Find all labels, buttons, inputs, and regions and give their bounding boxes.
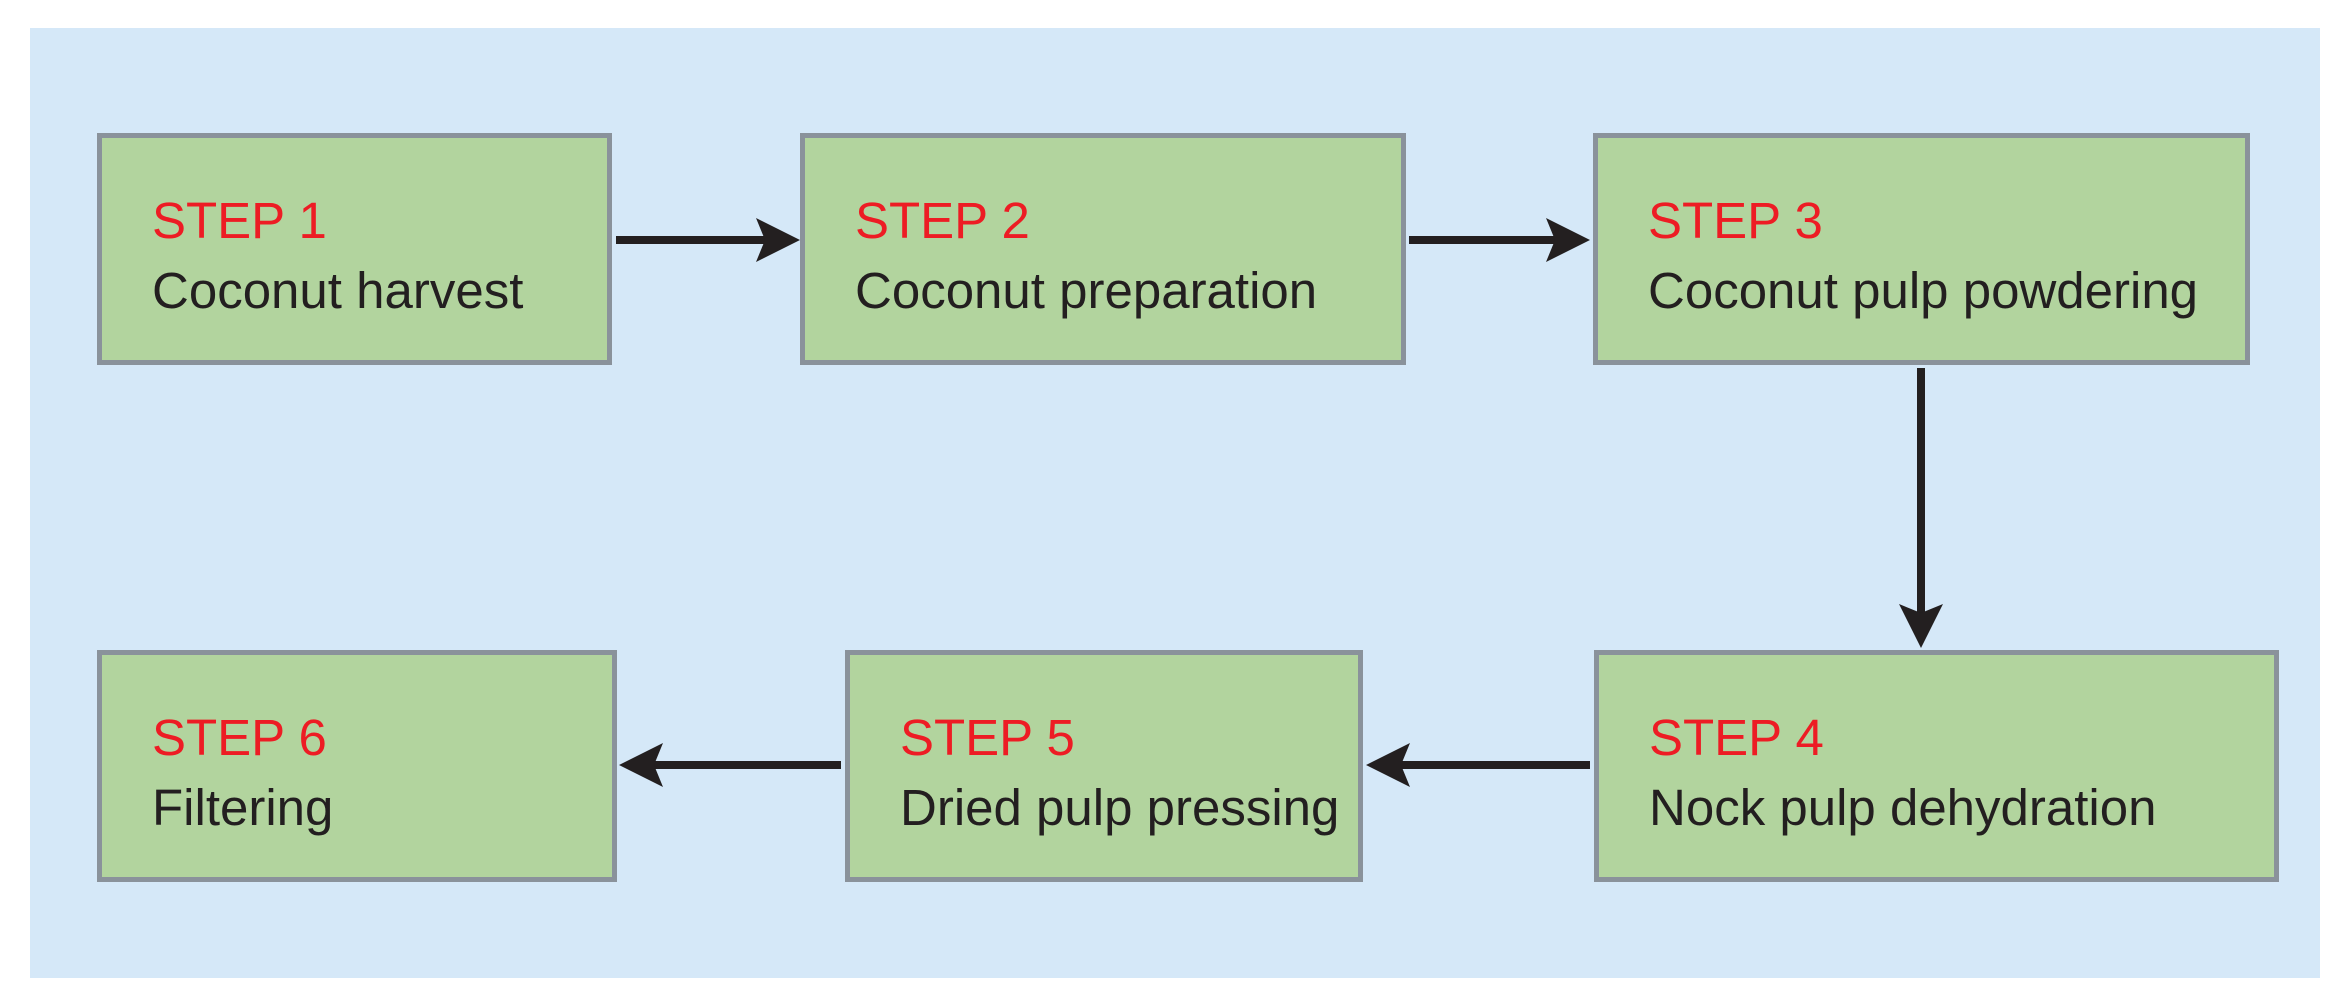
step-label: STEP 3 xyxy=(1648,191,1823,249)
step-label: STEP 2 xyxy=(855,191,1030,249)
step-description: Coconut pulp powdering xyxy=(1648,262,2199,319)
step-description: Dried pulp pressing xyxy=(900,779,1340,836)
step-description: Coconut harvest xyxy=(152,262,524,319)
step-label: STEP 1 xyxy=(152,191,327,249)
step-box-1: STEP 1 Coconut harvest xyxy=(97,133,612,365)
step-box-3: STEP 3 Coconut pulp powdering xyxy=(1593,133,2250,365)
step-label: STEP 4 xyxy=(1649,708,1824,766)
step-description: Nock pulp dehydration xyxy=(1649,779,2157,836)
step-description: Coconut preparation xyxy=(855,262,1318,319)
step-label: STEP 5 xyxy=(900,708,1075,766)
step-label: STEP 6 xyxy=(152,708,327,766)
step-description: Filtering xyxy=(152,779,334,836)
step-box-2: STEP 2 Coconut preparation xyxy=(800,133,1406,365)
step-box-4: STEP 4 Nock pulp dehydration xyxy=(1594,650,2279,882)
step-box-6: STEP 6 Filtering xyxy=(97,650,617,882)
step-box-5: STEP 5 Dried pulp pressing xyxy=(845,650,1363,882)
